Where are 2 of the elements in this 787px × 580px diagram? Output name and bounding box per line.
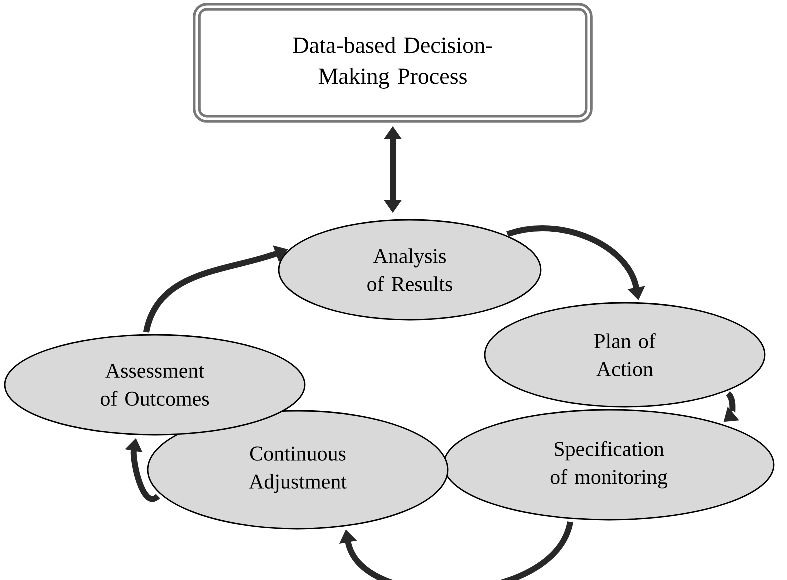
title-box: Data-based Decision-Making Process [193,3,593,123]
arrow [339,521,574,580]
